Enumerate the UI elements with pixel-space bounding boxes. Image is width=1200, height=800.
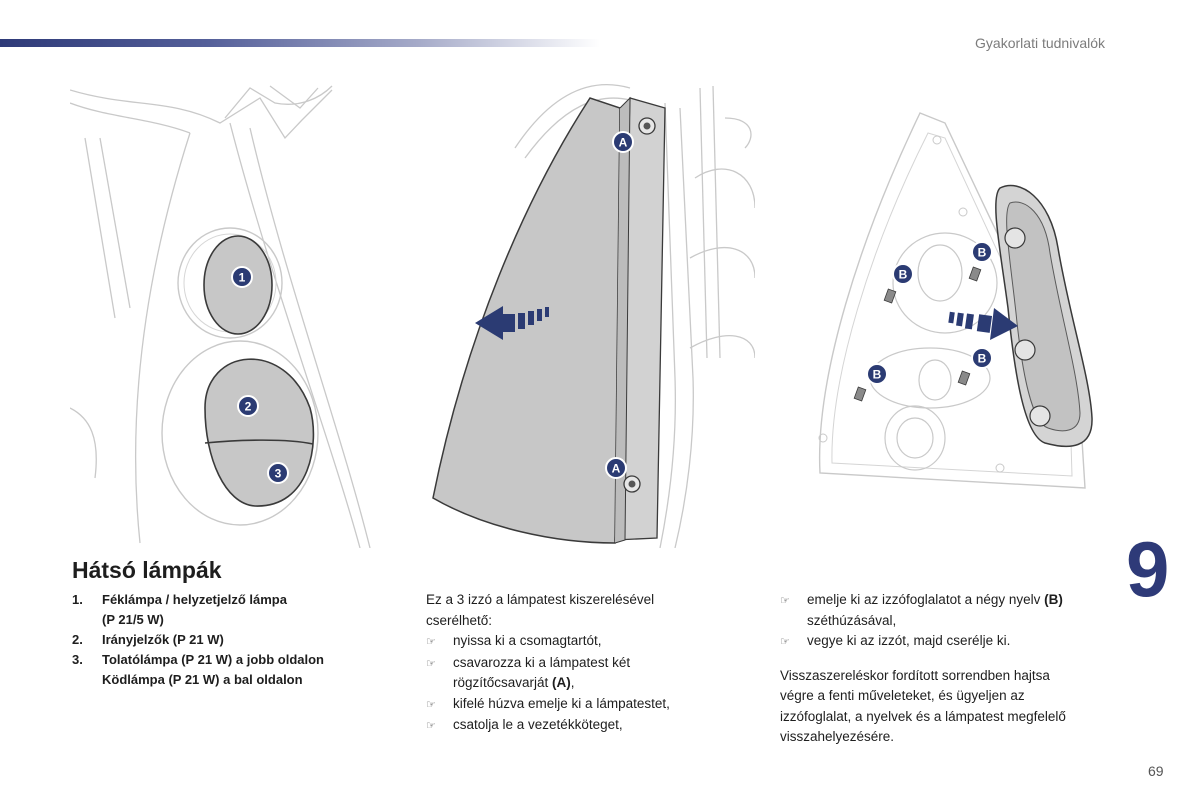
bulb-spec: (P 21/5 W) <box>102 612 164 627</box>
callout-3: 3 <box>267 462 289 484</box>
callout-b-left-bottom: B <box>866 363 888 385</box>
step-item: ☞ vegye ki az izzót, majd cserélje ki. <box>780 631 1110 653</box>
bulb-number: 1. <box>72 592 83 607</box>
page-heading: Hátsó lámpák <box>72 557 222 583</box>
svg-text:B: B <box>873 368 882 382</box>
svg-text:B: B <box>978 246 987 260</box>
bulb-number: 2. <box>72 632 83 647</box>
bulb-label: Tolatólámpa (P 21 W) a jobb oldalon <box>102 652 324 667</box>
pointing-hand-icon: ☞ <box>426 698 436 711</box>
chapter-number: 9 <box>1126 525 1169 613</box>
bulb-item-3: 3. Tolatólámpa (P 21 W) a jobb oldalon K… <box>72 650 392 690</box>
step-item: ☞ csatolja le a vezetékköteget, <box>426 715 736 737</box>
callout-b-right-bottom: B <box>971 347 993 369</box>
callout-b-left-top: B <box>892 263 914 285</box>
bulb-item-1: 1. Féklámpa / helyzetjelző lámpa (P 21/5… <box>72 590 392 630</box>
lamp-unit-removal-diagram: A A <box>425 78 755 548</box>
callout-a-bottom: A <box>605 457 627 479</box>
callout-2: 2 <box>237 395 259 417</box>
pointing-hand-icon: ☞ <box>426 720 436 732</box>
reassembly-note: Visszaszereléskor fordított sorrendben h… <box>780 667 1066 745</box>
callout-1: 1 <box>231 266 253 288</box>
pointing-hand-icon: ☞ <box>780 595 790 607</box>
svg-text:A: A <box>619 136 628 150</box>
svg-text:2: 2 <box>245 400 252 414</box>
step-item: ☞ emelje ki az izzófoglalatot a négy nye… <box>780 590 1110 631</box>
svg-text:B: B <box>899 268 908 282</box>
svg-text:3: 3 <box>275 467 282 481</box>
steps-list-continued: ☞ emelje ki az izzófoglalatot a négy nye… <box>780 590 1110 653</box>
bulb-item-2: 2. Irányjelzők (P 21 W) <box>72 630 392 650</box>
instructions-column-right: ☞ emelje ki az izzófoglalatot a négy nye… <box>780 590 1110 748</box>
steps-list: ☞ nyissa ki a csomagtartót, ☞ csavarozza… <box>426 631 736 737</box>
callout-a-top: A <box>612 131 634 153</box>
pointing-hand-icon: ☞ <box>426 657 436 670</box>
bulb-label: Féklámpa / helyzetjelző lámpa <box>102 592 287 607</box>
section-title: Gyakorlati tudnivalók <box>975 35 1105 51</box>
bulb-label-2: Ködlámpa (P 21 W) a bal oldalon <box>102 672 303 687</box>
bulb-holder-tabs-diagram: B B B B <box>800 78 1100 548</box>
rear-lamp-bulb-diagram: 1 2 3 <box>70 78 375 548</box>
svg-text:1: 1 <box>239 271 246 285</box>
page-number: 69 <box>1148 763 1164 779</box>
svg-text:A: A <box>612 462 621 476</box>
pointing-hand-icon: ☞ <box>426 636 436 648</box>
svg-text:B: B <box>978 352 987 366</box>
callout-b-right-top: B <box>971 241 993 263</box>
bulb-number: 3. <box>72 652 83 667</box>
pointing-hand-icon: ☞ <box>780 636 790 648</box>
step-item: ☞ kifelé húzva emelje ki a lámpatestet, <box>426 694 736 716</box>
bulb-list: 1. Féklámpa / helyzetjelző lámpa (P 21/5… <box>72 590 392 690</box>
bulb-label: Irányjelzők (P 21 W) <box>102 632 224 647</box>
header-gradient-bar <box>0 39 600 47</box>
step-item: ☞ nyissa ki a csomagtartót, <box>426 631 736 653</box>
